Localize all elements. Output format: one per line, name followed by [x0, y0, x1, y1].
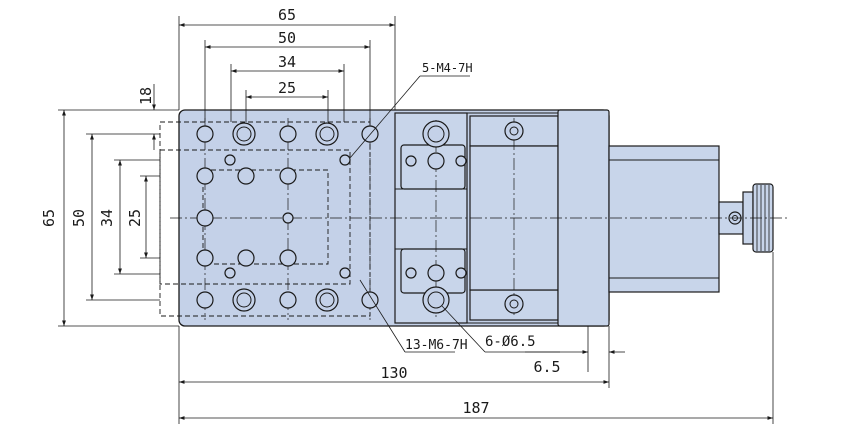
dim-right-6-5: 6.5 [533, 358, 560, 376]
left-dimensions: 65 50 34 25 18 [40, 84, 179, 327]
callout-m6: 13-M6-7H [359, 279, 468, 353]
dim-top-50: 50 [278, 29, 296, 47]
dim-left-50: 50 [70, 209, 88, 227]
callout-d65-label: 6-Ø6.5 [485, 334, 536, 350]
callout-m4: 5-M4-7H [349, 61, 473, 159]
dim-bottom-130: 130 [380, 364, 407, 382]
bolt-pattern-outlines [159, 121, 371, 317]
dim-left-18: 18 [137, 87, 155, 105]
dim-top-25: 25 [278, 79, 296, 97]
top-dimensions: 65 50 34 25 [178, 6, 396, 122]
dim-bottom-187: 187 [462, 399, 489, 417]
dim-left-34: 34 [98, 209, 116, 227]
dim-left-25: 25 [126, 209, 144, 227]
mounting-holes [196, 120, 524, 314]
callout-m4-label: 5-M4-7H [422, 61, 473, 75]
micrometer-assembly [608, 145, 774, 293]
callout-d65: 6-Ø6.5 [441, 305, 560, 353]
dim-top-34: 34 [278, 53, 296, 71]
bottom-dimensions: 130 187 6.5 [178, 252, 774, 424]
dim-left-65: 65 [40, 209, 58, 227]
dim-top-65: 65 [278, 6, 296, 24]
callout-m6-label: 13-M6-7H [405, 338, 468, 353]
